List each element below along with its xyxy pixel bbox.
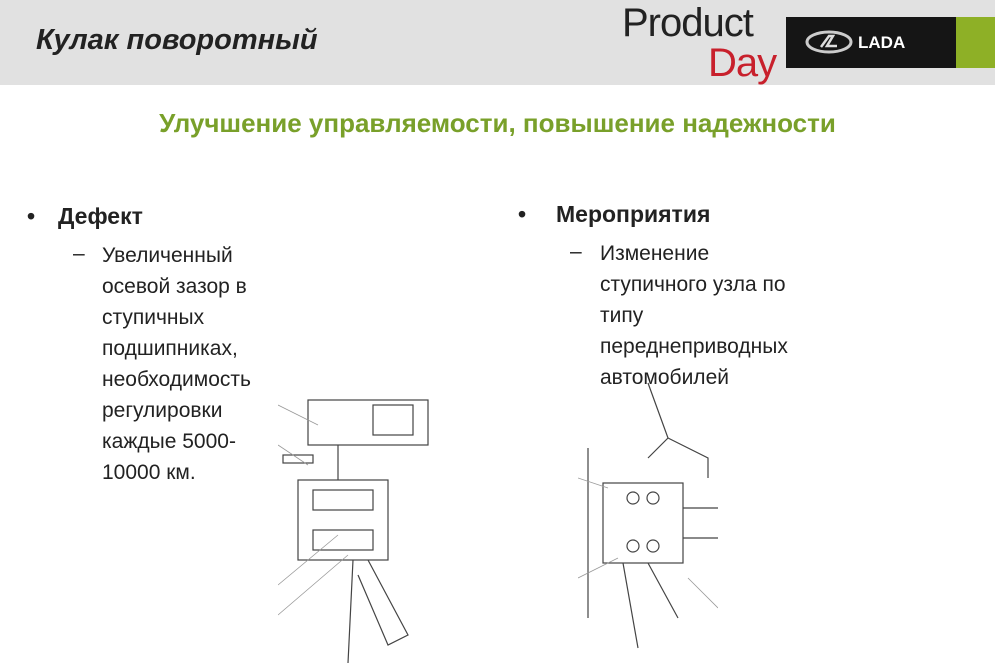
brand-green-bar <box>956 17 995 68</box>
bullet: • <box>27 203 36 229</box>
dash: – <box>570 240 582 263</box>
lada-emblem-icon <box>805 30 853 54</box>
brand-box <box>786 17 956 68</box>
defect-heading: Дефект <box>58 203 143 229</box>
text-line: каждые 5000-10000 км. <box>102 430 236 484</box>
defect-text: Увеличенный осевой зазор в ступичных под… <box>102 240 251 488</box>
text-line: ступичных подшипниках, <box>102 306 238 360</box>
text-line: необходимость регулировки <box>102 368 251 422</box>
slide-title: Кулак поворотный <box>36 24 318 56</box>
text-line: Увеличенный осевой зазор в <box>102 244 247 298</box>
measures-text: Изменение ступичного узла по типу передн… <box>600 238 788 393</box>
logo-product: Product <box>622 1 754 45</box>
text-line: автомобилей <box>600 366 729 389</box>
subtitle: Улучшение управляемости, повышение надеж… <box>159 108 836 138</box>
logo-day: Day <box>708 41 777 85</box>
new-hub-drawing <box>578 382 718 649</box>
text-line: Изменение ступичного узла по <box>600 242 786 296</box>
text-line: типу переднеприводных <box>600 304 788 358</box>
bullet: • <box>518 201 527 227</box>
brand-name: LADA <box>858 33 906 52</box>
measures-heading: Мероприятия <box>556 201 711 227</box>
dash: – <box>73 242 85 265</box>
old-hub-drawing <box>278 399 429 663</box>
